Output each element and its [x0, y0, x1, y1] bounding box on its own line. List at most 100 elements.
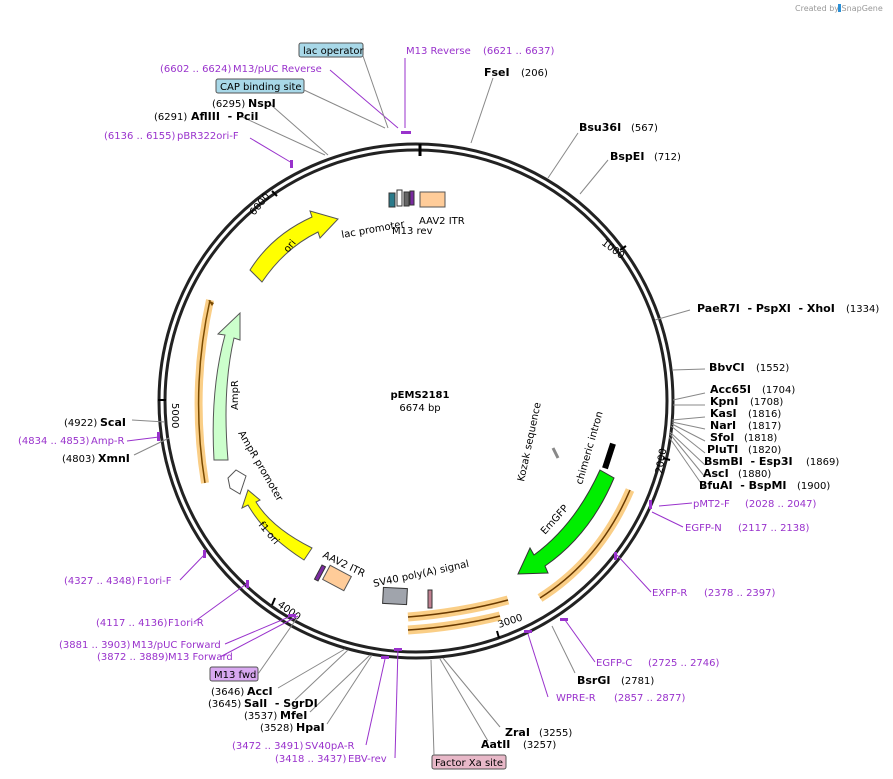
enzyme-pos: (3528)	[260, 723, 293, 734]
primer-name: Amp-R	[91, 436, 125, 447]
lac-operator-box	[403, 191, 410, 207]
primer-labels: M13 Reverse (6621 .. 6637) M13/pUC Rever…	[18, 46, 817, 765]
enzyme-name: BbvCI	[709, 361, 745, 374]
enzyme-pos: (3645)	[208, 699, 241, 710]
primer-leaders	[126, 58, 693, 759]
enzyme-pos: (206)	[521, 68, 548, 79]
tick-label: 2000	[654, 448, 669, 475]
kozak-mark	[551, 447, 560, 459]
enzyme-pos: (4803)	[62, 454, 95, 465]
primer-name: SV40pA-R	[305, 741, 354, 752]
primer-pos: (2117 .. 2138)	[738, 523, 810, 534]
feature-label-kozak: Kozak sequence	[516, 401, 544, 482]
primer-marks	[157, 131, 652, 659]
tick-1000: 1000	[599, 238, 627, 262]
lac-operator-label: lac operator	[303, 46, 364, 57]
primer-name: M13 Forward	[168, 652, 233, 663]
primer-name: EGFP-N	[685, 523, 722, 534]
tick-label: 1000	[599, 238, 626, 262]
m13-fwd-tag: M13 fwd	[209, 617, 298, 682]
primer-pos: (2028 .. 2047)	[745, 499, 817, 510]
primer-name: WPRE-R	[556, 693, 596, 704]
ori-arrow	[249, 210, 339, 283]
plasmid-size: 6674 bp	[399, 403, 440, 414]
enzyme-name: BspEI	[610, 150, 644, 163]
tick-label: 5000	[169, 403, 180, 428]
primer-pos: (4327 .. 4348)	[64, 576, 136, 587]
chimeric-intron-box	[602, 442, 616, 470]
enzyme-pos: (3537)	[244, 711, 277, 722]
primer-name: M13 Reverse	[406, 46, 471, 57]
primer-name: M13/pUC Forward	[132, 640, 221, 651]
primer-pos: (3881 .. 3903)	[59, 640, 131, 651]
sv40-polya-box	[382, 586, 408, 606]
enzyme-pos: (1816)	[748, 409, 781, 420]
orange-line-1	[539, 489, 631, 599]
primer-pos: (4117 .. 4136)	[96, 618, 168, 629]
enzyme-name: ZraI	[505, 726, 530, 739]
enzyme-name: AatII	[481, 738, 510, 751]
lac-promoter-box	[388, 192, 396, 208]
enzyme-pos: (3257)	[523, 740, 556, 751]
enzyme-pos: (1704)	[762, 385, 795, 396]
primer-name: M13/pUC Reverse	[233, 64, 322, 75]
enzyme-pos: (1817)	[748, 421, 781, 432]
factor-xa-label: Factor Xa site	[435, 758, 503, 769]
primer-pos: (6136 .. 6155)	[104, 131, 176, 142]
primer-pos: (6621 .. 6637)	[483, 46, 555, 57]
enzyme-name: HpaI	[296, 721, 325, 734]
ampr-promoter-arrow	[227, 469, 247, 495]
feature-label-aav2-itr-top: AAV2 ITR	[419, 216, 465, 227]
enzyme-name: ScaI	[100, 416, 126, 429]
enzyme-pos: (1820)	[748, 445, 781, 456]
enzyme-pos: (1334)	[846, 304, 879, 315]
primer-name: F1ori-R	[168, 618, 204, 629]
enzyme-labels: FseI (206) Bsu36I (567) BspEI (712) PaeR…	[62, 66, 879, 751]
enzyme-name: PluTI	[707, 443, 738, 456]
ampr-orange-line	[197, 299, 211, 484]
factor-xa-box	[427, 589, 433, 609]
orange-line-2	[407, 599, 509, 618]
enzyme-name: KasI	[710, 407, 737, 420]
snapgene-logo-icon	[838, 4, 841, 12]
emgfp-arrow	[517, 469, 615, 575]
primer-name: EBV-rev	[348, 754, 387, 765]
enzyme-pos: (4922)	[64, 418, 97, 429]
enzyme-name: BsrGI	[577, 674, 610, 687]
enzyme-name: NspI	[248, 97, 276, 110]
primer-pos: (3472 .. 3491)	[232, 741, 304, 752]
primer-name: F1ori-F	[137, 576, 172, 587]
enzyme-name: SfoI	[710, 431, 734, 444]
primer-name: EXFP-R	[652, 588, 687, 599]
enzyme-name: Bsu36I	[579, 121, 621, 134]
feature-label-ampr: AmpR	[230, 380, 241, 410]
primer-pos: (6602 .. 6624)	[160, 64, 232, 75]
enzyme-pos: (1900)	[797, 481, 830, 492]
primer-name: pMT2-F	[693, 499, 730, 510]
feature-label-sv40-polya: SV40 poly(A) signal	[372, 559, 470, 590]
feature-label-m13-rev: M13 rev	[392, 226, 433, 237]
factor-xa-tag: Factor Xa site	[430, 659, 507, 770]
enzyme-pos: (6295)	[212, 99, 245, 110]
enzyme-name: AflIII - PciI	[191, 110, 258, 123]
ampr-orange-head	[208, 300, 214, 306]
enzyme-pos: (712)	[654, 152, 681, 163]
enzyme-name: PaeR7I - PspXI - XhoI	[697, 302, 835, 315]
feature-label-ampr-promoter: AmpR promoter	[235, 429, 285, 504]
f1-ori-arrow	[241, 489, 313, 561]
enzyme-pos: (2781)	[621, 676, 654, 687]
enzyme-name: SalI - SgrDI	[244, 697, 318, 710]
enzyme-pos: (1880)	[738, 469, 771, 480]
primer-pos: (3872 .. 3889)	[97, 652, 169, 663]
m13-fwd-label: M13 fwd	[214, 670, 256, 681]
enzyme-pos: (567)	[631, 123, 658, 134]
enzyme-name: BfuAI - BspMI	[699, 479, 787, 492]
enzyme-pos: (1818)	[744, 433, 777, 444]
m13-fwd-box	[313, 564, 327, 582]
primer-pos: (4834 .. 4853)	[18, 436, 90, 447]
primer-name: pBR322ori-F	[177, 131, 239, 142]
primer-pos: (2725 .. 2746)	[648, 658, 720, 669]
enzyme-name: NarI	[710, 419, 736, 432]
enzyme-name: MfeI	[280, 709, 307, 722]
